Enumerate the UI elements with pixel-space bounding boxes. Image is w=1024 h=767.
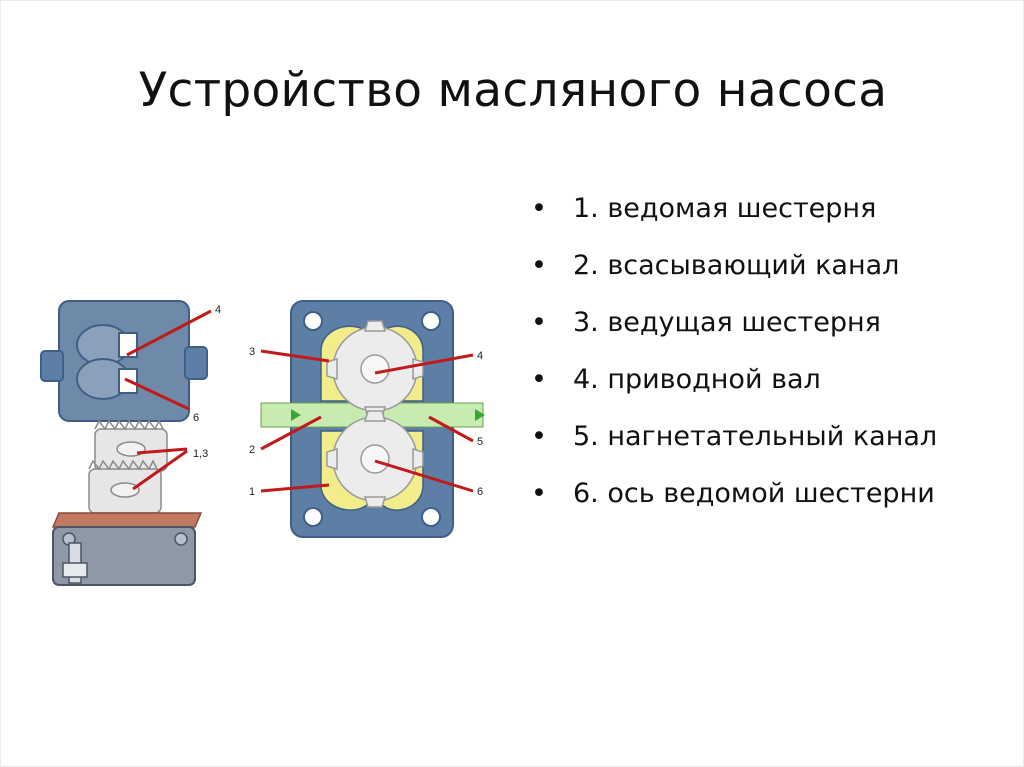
section-leaders (260, 349, 474, 493)
legend-item: • 3. ведущая шестерня (531, 303, 1011, 343)
exploded-label-4: 4 (215, 304, 221, 316)
legend-item: • 2. всасывающий канал (531, 246, 1011, 286)
slide-title: Устройство масляного насоса (138, 63, 888, 118)
section-label-3: 3 (249, 346, 255, 358)
section-label-4: 4 (477, 350, 483, 362)
section-label-5: 5 (477, 436, 483, 448)
bullet-icon: • (531, 307, 547, 338)
pump-body (40, 300, 208, 422)
legend-item-text: 3. ведущая шестерня (573, 307, 881, 338)
inlet-arrow-icon (265, 409, 301, 421)
legend-item-text: 2. всасывающий канал (573, 250, 900, 281)
exploded-view: 4 6 1,3 (40, 300, 221, 586)
legend-item: • 1. ведомая шестерня (531, 189, 1011, 229)
section-label-6: 6 (477, 486, 483, 498)
legend-item: • 6. ось ведомой шестерни (531, 474, 1011, 514)
bullet-icon: • (531, 421, 547, 452)
exploded-leaders (124, 309, 212, 491)
gear-pair (88, 419, 168, 514)
bullet-icon: • (531, 478, 547, 509)
drive-gear (326, 320, 424, 418)
oil-pump-illustration: 4 6 1,3 (40, 300, 485, 586)
legend-list: • 1. ведомая шестерня • 2. всасывающий к… (531, 189, 1011, 531)
bullet-icon: • (531, 364, 547, 395)
exploded-label-1-3: 1,3 (193, 448, 208, 460)
outlet-arrow-icon (453, 409, 485, 421)
section-label-1: 1 (249, 486, 255, 498)
cross-section-view: 3 2 1 4 5 6 (249, 300, 485, 538)
bullet-icon: • (531, 250, 547, 281)
section-label-2: 2 (249, 444, 255, 456)
legend-item-text: 1. ведомая шестерня (573, 193, 877, 224)
legend-item-text: 6. ось ведомой шестерни (573, 478, 935, 509)
legend-item: • 5. нагнетательный канал (531, 417, 1011, 457)
legend-item-text: 4. приводной вал (573, 364, 821, 395)
exploded-label-6: 6 (193, 412, 199, 424)
legend-item-text: 5. нагнетательный канал (573, 421, 938, 452)
legend-item: • 4. приводной вал (531, 360, 1011, 400)
cover-plate (51, 512, 203, 586)
bullet-icon: • (531, 193, 547, 224)
driven-gear (326, 410, 424, 508)
